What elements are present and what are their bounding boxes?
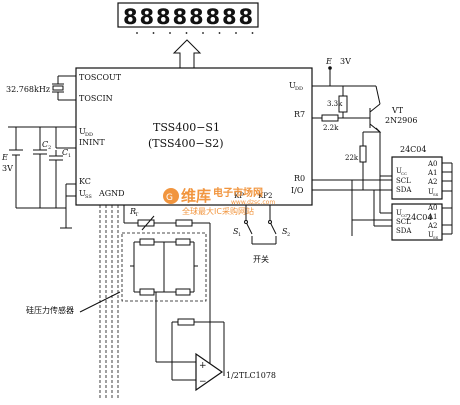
display-digit: 8 xyxy=(140,5,155,29)
supply-e-label: E xyxy=(1,153,8,162)
pin-io: I/O xyxy=(291,186,304,195)
display-digit: 8 xyxy=(239,5,254,29)
r-3k3-label: 3.3k xyxy=(327,100,343,108)
watermark-logo-text: 维库 xyxy=(181,187,211,205)
switch-label: 开关 xyxy=(253,254,269,264)
pin-inint: ININT xyxy=(79,138,105,147)
right-power-network: E 3V 3.3k 2.2k VT 2N2906 22k xyxy=(312,57,417,190)
crystal-frequency-label: 32.768kHz xyxy=(6,85,50,94)
display-digit: 8 xyxy=(222,5,237,29)
pin-toscout: TOSCOUT xyxy=(79,73,122,82)
display-decimal-point xyxy=(202,32,204,34)
watermark-brand: 电子市场网 xyxy=(213,186,263,199)
left-power-network: E 3V C 2 C 1 xyxy=(1,126,76,229)
chip-name-line1: TSS400−S1 xyxy=(153,121,220,134)
chip-name-line2: (TSS400−S2) xyxy=(148,137,224,150)
eeprom1-pin-a1: A1 xyxy=(427,169,438,177)
pin-kp: KP xyxy=(234,192,244,200)
keypad-switches: S 1 S 2 开关 xyxy=(233,205,290,264)
display-decimal-point xyxy=(136,32,138,34)
switch-s1-sub: 1 xyxy=(238,232,241,238)
pin-uss: U xyxy=(79,189,86,198)
opamp-plus: + xyxy=(199,361,207,371)
pin-agnd: AGND xyxy=(98,189,125,198)
eeprom2-title: 24C04 xyxy=(406,213,432,222)
thermistor-label-sub: T xyxy=(135,212,139,218)
eeprom2-pin-uss-sub: SS xyxy=(433,235,439,240)
eeprom2-pin-uss: U xyxy=(428,231,434,239)
display-decimal-point xyxy=(185,32,188,34)
vdd-voltage-label: 3V xyxy=(340,57,351,66)
display-decimal-point xyxy=(169,32,171,34)
pin-udd-right-sub: DD xyxy=(295,86,303,92)
pin-udd: U xyxy=(79,127,86,136)
supply-voltage-label: 3V xyxy=(2,164,13,173)
eeprom1-title: 24C04 xyxy=(400,145,426,154)
eeprom2-pin-a0: A0 xyxy=(427,204,438,212)
display-decimal-point xyxy=(235,32,237,34)
transistor-label: VT xyxy=(391,106,404,115)
display-digit: 8 xyxy=(173,5,188,29)
display-digit: 8 xyxy=(189,5,204,29)
pin-udd-right: U xyxy=(289,81,296,90)
c2-label: C xyxy=(42,140,48,149)
display-digit: 8 xyxy=(123,5,138,29)
eeprom1-pin-ucc: U xyxy=(396,167,402,175)
switch-s2-label: S xyxy=(282,227,288,236)
eeprom1-pin-a0: A0 xyxy=(427,160,438,168)
transistor-part-label: 2N2906 xyxy=(385,116,417,125)
pin-udd-sub: DD xyxy=(85,132,93,138)
svg-text:G: G xyxy=(166,193,173,203)
switch-s2-sub: 2 xyxy=(287,232,290,238)
op-amp: + − 1/2TLC1078 xyxy=(195,352,276,392)
display-decimal-point xyxy=(152,32,155,34)
eeprom-chip-2: 24C04 U CC A0 A1 SCL A2 SDA U SS xyxy=(391,203,452,241)
c2-label-sub: 2 xyxy=(48,145,51,151)
display-bus-arrow xyxy=(172,39,202,68)
eeprom2-pin-sda: SDA xyxy=(396,227,412,235)
pressure-sensor-bridge: R T 硅压力传感器 xyxy=(26,205,225,400)
display-decimal-point xyxy=(251,32,254,34)
watermark-slogan: 全球最大IC采购网站 xyxy=(182,206,254,216)
opamp-minus: − xyxy=(199,377,207,387)
eeprom2-pin-scl: SCL xyxy=(396,218,411,226)
pin-r7: R7 xyxy=(294,110,305,119)
eeprom2-pin-a1: A1 xyxy=(427,213,438,221)
serial-bus-lines xyxy=(312,175,392,236)
watermark-url: www.dzsc.com xyxy=(231,199,275,206)
opamp-label: 1/2TLC1078 xyxy=(226,371,276,380)
eeprom2-pin-a2: A2 xyxy=(427,222,438,230)
sensor-label: 硅压力传感器 xyxy=(26,305,74,315)
eeprom1-pin-ucc-sub: CC xyxy=(401,171,407,176)
watermark: G 维库 电子市场网 www.dzsc.com 全球最大IC采购网站 xyxy=(163,186,275,216)
display-decimal-point xyxy=(218,32,221,34)
main-controller-chip: TSS400−S1 (TSS400−S2) TOSCOUT TOSCIN U D… xyxy=(75,67,313,206)
pin-toscin: TOSCIN xyxy=(79,94,113,103)
eeprom1-pin-scl: SCL xyxy=(396,177,411,185)
c1-label-sub: 1 xyxy=(68,153,71,159)
vdd-e-label: E xyxy=(325,57,332,66)
pin-kp2: KP2 xyxy=(258,192,272,200)
display-digit: 8 xyxy=(206,5,221,29)
display-digit: 8 xyxy=(156,5,171,29)
eeprom-chip-1: 24C04 A0 A1 A2 U CC SCL SDA U SS xyxy=(391,145,453,234)
eeprom1-pin-a2: A2 xyxy=(427,178,438,186)
crystal-oscillator: 32.768kHz xyxy=(6,75,76,101)
c1-label: C xyxy=(62,148,68,157)
watermark-logo-icon xyxy=(163,188,179,204)
eeprom2-pin-ucc: U xyxy=(396,209,402,217)
pin-kc: KC xyxy=(79,177,91,186)
eeprom1-pin-sda: SDA xyxy=(396,186,412,194)
thermistor-label: R xyxy=(129,207,136,216)
eeprom1-pin-uss: U xyxy=(428,188,434,196)
pin-r0: R0 xyxy=(294,174,305,183)
pin-uss-sub: SS xyxy=(85,194,92,200)
switch-s1-label: S xyxy=(233,227,239,236)
eeprom1-pin-uss-sub: SS xyxy=(433,192,439,197)
r-2k2-label: 2.2k xyxy=(323,124,339,132)
eeprom2-pin-ucc-sub: CC xyxy=(401,213,407,218)
r-22k-label: 22k xyxy=(345,154,359,162)
